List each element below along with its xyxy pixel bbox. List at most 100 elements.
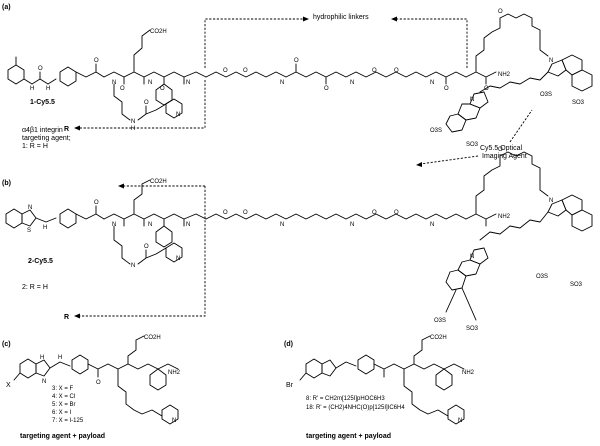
x-list-4: 4: X = Cl [52, 394, 75, 400]
svg-text:O: O [94, 200, 99, 206]
benzothiazole-ring [5, 208, 23, 229]
so3-label-a2: SO3 [572, 100, 585, 106]
peptide-backbone-d [393, 363, 465, 370]
imaging-arrow-up [509, 109, 533, 143]
so3-label-a4: SO3 [466, 142, 479, 148]
x-list-6: 6: X = I [52, 410, 72, 416]
svg-text:O: O [498, 147, 503, 153]
svg-text:N: N [350, 222, 354, 228]
so3-label-b1: O3S [536, 274, 548, 280]
linker-arrowhead-left [303, 16, 309, 22]
panel-d: (d) Br CO2H NH2 N 8: R' = CH2m[125I]pHOC… [284, 335, 475, 440]
cy-indole-b-lower [469, 247, 489, 265]
acetyl-bonds [75, 63, 105, 78]
svg-text:N: N [131, 263, 135, 269]
linker-arrow-right [395, 18, 468, 68]
panel-c: (c) H N X H O CO2H NH2 N 3: X = F 4: X =… [2, 335, 181, 440]
svg-text:N: N [186, 222, 190, 228]
cyclohexyl-ring-b [155, 225, 173, 248]
svg-text:N: N [28, 205, 32, 211]
svg-text:H: H [30, 86, 34, 92]
x-substituent-label: X [6, 382, 11, 389]
svg-text:O: O [96, 380, 101, 386]
svg-text:O: O [394, 68, 399, 74]
co2h-label-a: CO2H [150, 29, 167, 35]
targeting-line-1: α4β1 integrin [22, 127, 63, 134]
svg-text:H: H [58, 355, 62, 361]
nh2-label-c: NH2 [168, 370, 181, 376]
pyridine-ring-d [447, 404, 465, 425]
svg-text:O: O [294, 58, 299, 64]
compound-name-2: 2-Cy5.5 [28, 258, 53, 265]
so3-label-b4: SO3 [466, 326, 479, 332]
peg-linker-chain-a [205, 71, 467, 78]
urea-bonds [15, 56, 57, 85]
svg-text:O: O [243, 68, 248, 74]
x-list-3: 3: X = F [52, 386, 74, 392]
cyclohexyl-ring-d [435, 368, 453, 391]
co2h-label-c: CO2H [144, 335, 161, 341]
glu-side-chain-a [133, 29, 151, 73]
polymethine-chain-a [479, 71, 549, 93]
so3-label-b3: O3S [434, 318, 446, 324]
svg-text:O: O [223, 68, 228, 74]
caption-d: targeting agent + payload [306, 433, 391, 440]
svg-text:N: N [470, 254, 474, 260]
compound-name-1: 1-Cy5.5 [30, 99, 55, 106]
phenyl-ring-d [357, 354, 375, 375]
svg-text:H: H [46, 86, 50, 92]
imaging-arrow-left [419, 155, 479, 165]
cy-indole-a-upper [547, 59, 567, 77]
panel-a-label: (a) [2, 4, 11, 11]
svg-text:H: H [131, 126, 135, 132]
tolyl-ring [7, 64, 25, 85]
svg-text:S: S [27, 228, 31, 234]
peptide-backbone-b [103, 213, 207, 220]
polymethine-chain-b [479, 211, 549, 241]
pyridine-ring-c [161, 404, 179, 425]
so3-label-a3: O3S [430, 128, 442, 134]
r-arrow-a [78, 80, 206, 129]
svg-text:O: O [444, 86, 449, 92]
r-arrow-b [78, 186, 206, 317]
panel-b: (b) N S H O N N N CO2H N O N R 2-Cy5.5 2… [2, 147, 593, 332]
svg-text:O: O [223, 210, 228, 216]
svg-text:O: O [144, 244, 149, 250]
svg-text:N: N [176, 256, 180, 262]
co2h-label-b: CO2H [150, 179, 167, 185]
svg-text:N: N [148, 222, 152, 228]
r-list-8: 8: R' = CH2m[125I]pHOC6H3 [306, 396, 385, 402]
r-label-a: R [64, 126, 69, 133]
benzimidazole-ring-d [305, 358, 323, 379]
svg-text:N: N [112, 222, 116, 228]
svg-text:N: N [430, 222, 434, 228]
cyclohexyl-ring-c [149, 368, 167, 391]
svg-text:O: O [38, 66, 43, 72]
svg-text:N: N [549, 58, 553, 64]
lys-side-chain-b [113, 225, 131, 265]
lys-linker-to-cy [465, 13, 549, 85]
panel-d-label: (d) [284, 341, 293, 348]
svg-text:N: N [280, 222, 284, 228]
svg-text:N: N [172, 418, 176, 424]
peptide-backbone-a [103, 71, 207, 78]
imaging-line-1: Cy5.5 Optical [480, 145, 522, 152]
svg-text:O: O [120, 86, 125, 92]
peptide-backbone-c [107, 363, 179, 370]
nh2-label-b: NH2 [498, 214, 511, 220]
targeting-line-3: 1: R = H [22, 143, 48, 150]
svg-text:N: N [470, 97, 474, 103]
svg-text:N: N [458, 418, 462, 424]
svg-text:O: O [144, 100, 149, 106]
panel-b-label: (b) [2, 180, 11, 187]
imaging-line-2: Imaging Agent [482, 153, 527, 160]
svg-text:N: N [280, 80, 284, 86]
benzimidazole-ring-c [19, 358, 37, 379]
so3-label-b2: SO3 [570, 282, 583, 288]
svg-text:N: N [186, 80, 190, 86]
svg-text:N: N [112, 80, 116, 86]
svg-text:N: N [131, 119, 135, 125]
svg-text:O: O [243, 210, 248, 216]
peg-linker-chain-b [205, 213, 467, 220]
